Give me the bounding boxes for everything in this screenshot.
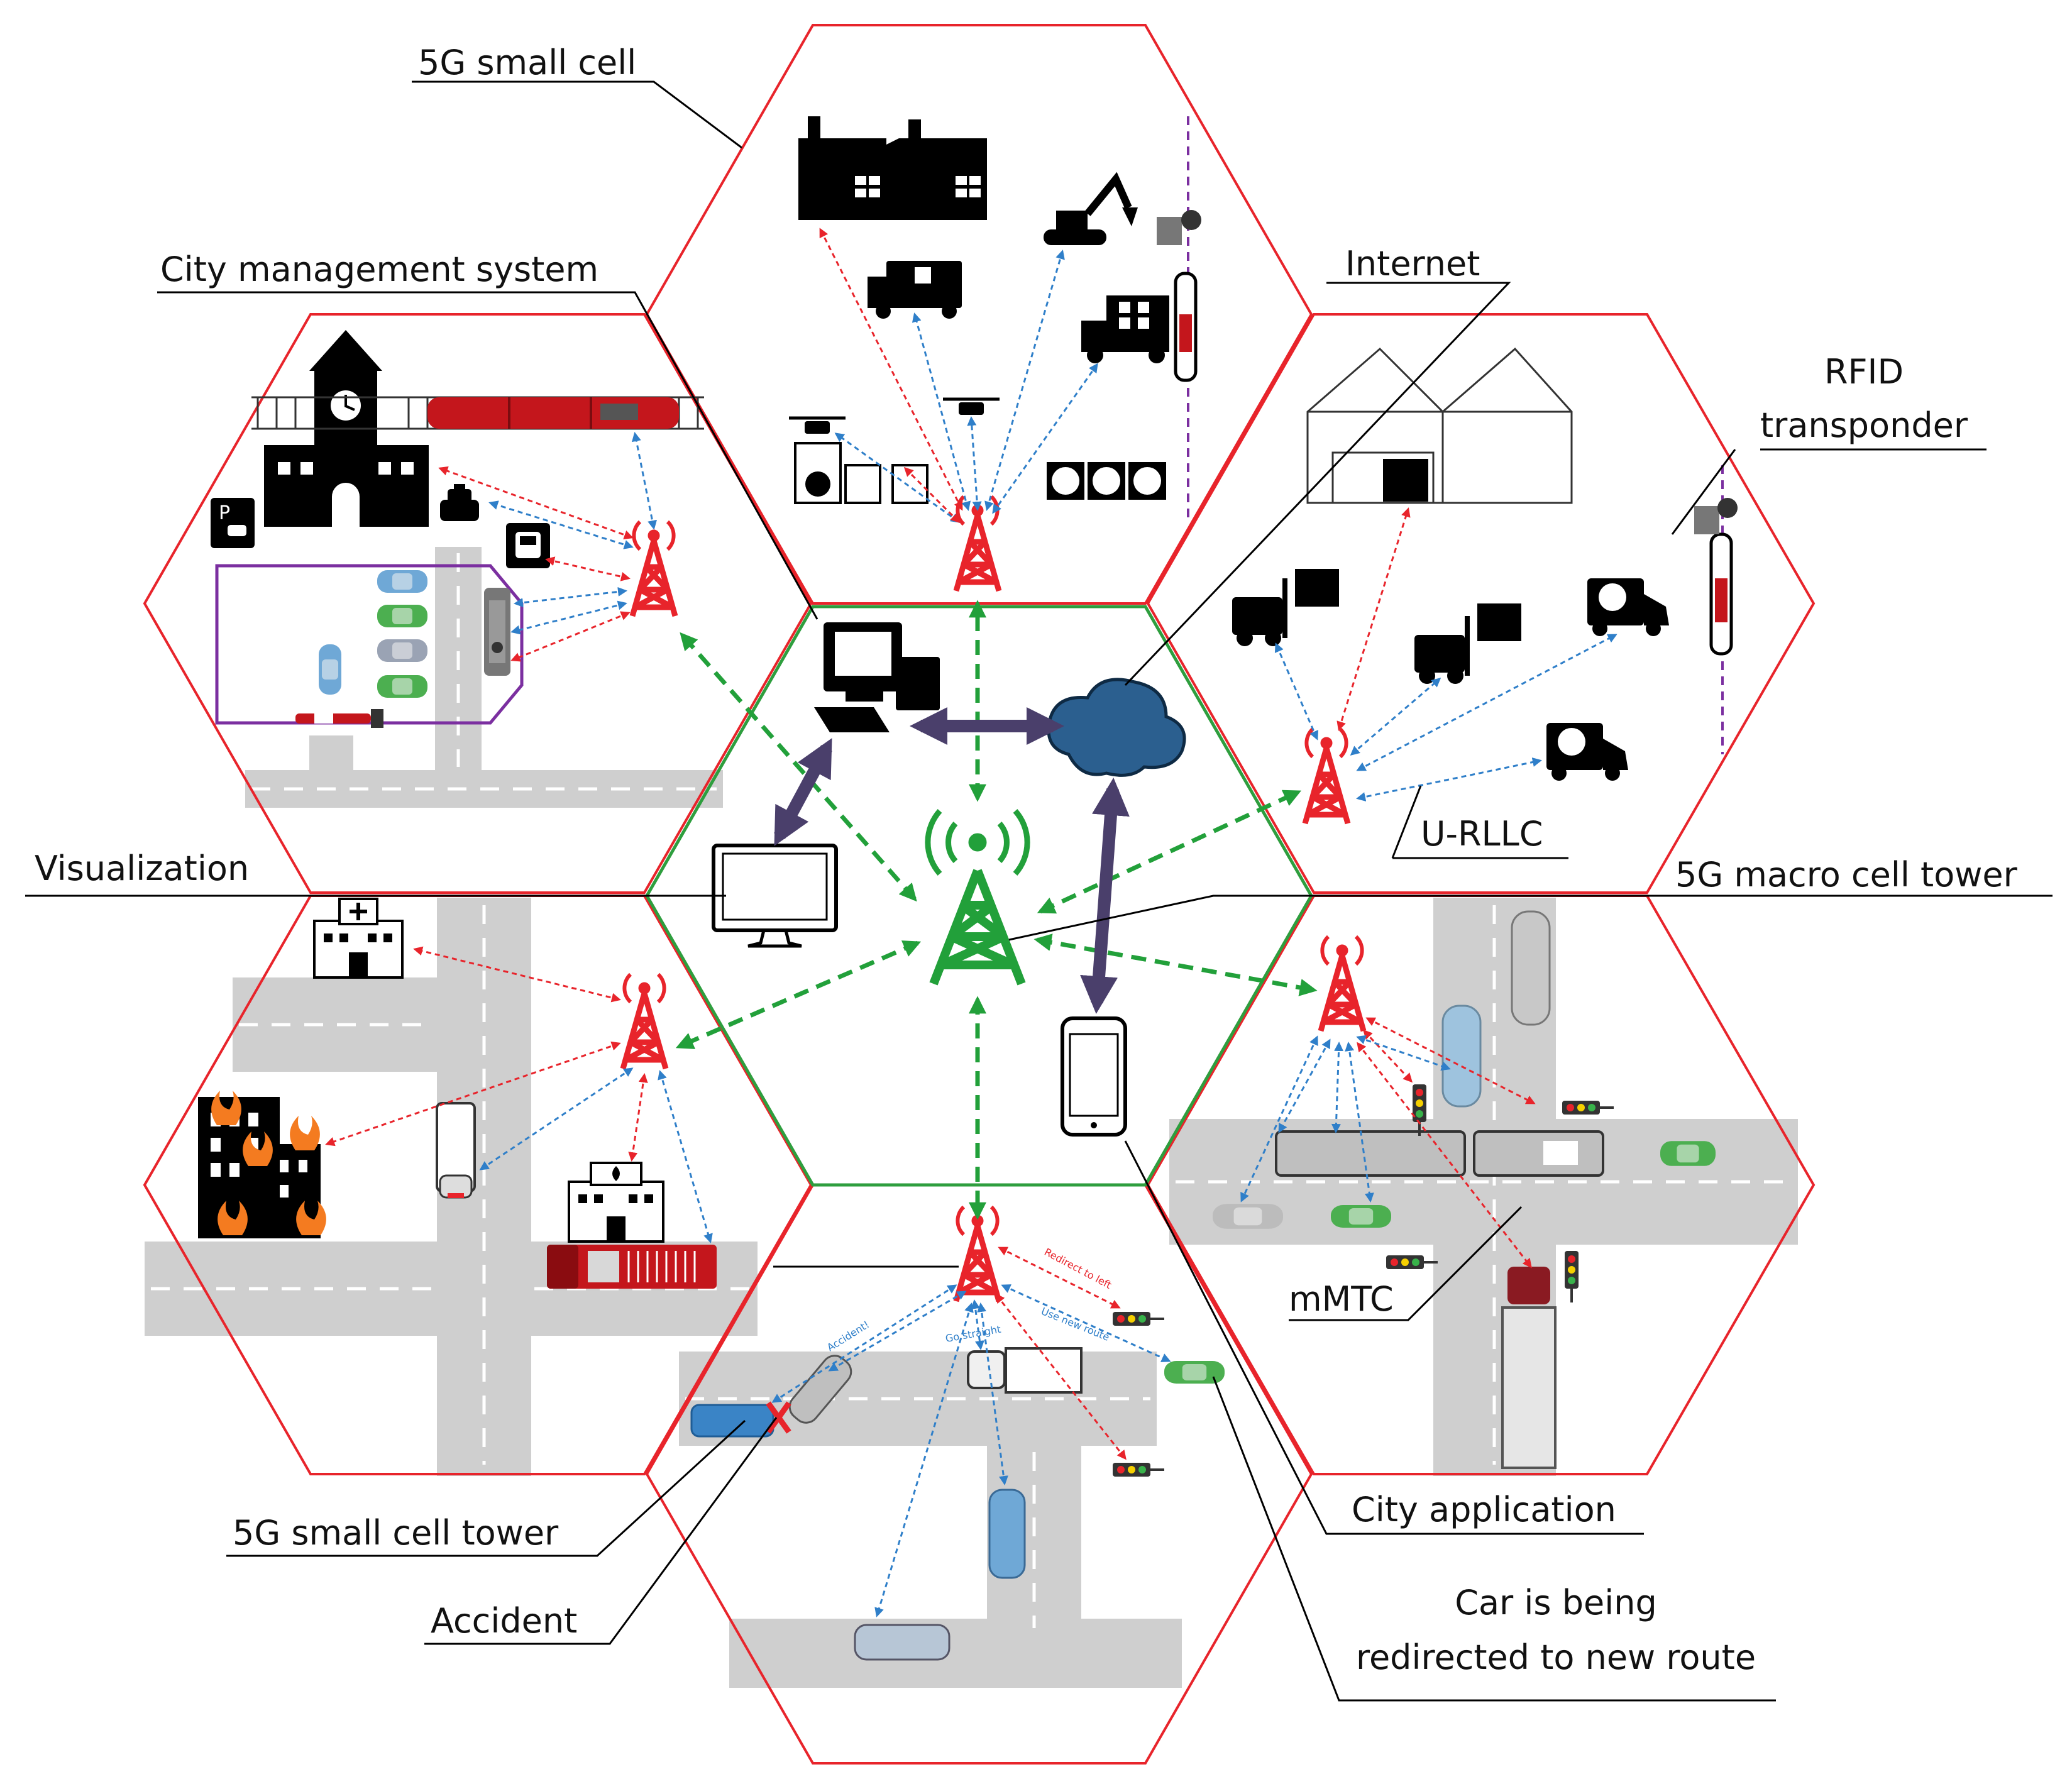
- drone-icon: [789, 397, 1000, 434]
- annotation-redirect-left: Redirect to left: [1042, 1246, 1113, 1291]
- rfid-pole-top: [1157, 116, 1201, 522]
- cargo-truck-icon: [1081, 295, 1169, 363]
- svg-text:P: P: [219, 502, 230, 524]
- computer-icon: [814, 622, 940, 732]
- bus-icon: [484, 588, 510, 676]
- accident-x-icon: [766, 1401, 791, 1434]
- rfid-transponder-icon: [1694, 465, 1738, 754]
- label-rfid-line2: transponder: [1760, 405, 1968, 445]
- taxi-icon: [440, 484, 479, 521]
- annotation-use-new-route: Use new route: [1040, 1305, 1111, 1343]
- label-redirect-line2: redirected to new route: [1356, 1638, 1756, 1677]
- small-cell-tower-accident: [956, 1207, 999, 1301]
- links-emergency: [325, 946, 713, 1243]
- delivery-truck-icon: [868, 261, 962, 319]
- cell-top-left-city: [143, 313, 813, 894]
- city-hall-icon: [264, 330, 429, 527]
- label-5g-macro-cell-tower: 5G macro cell tower: [1675, 855, 2018, 895]
- callout-lines: [25, 80, 2053, 1702]
- bus-stop-icon: [506, 523, 550, 568]
- small-cell-tower-emergency: [623, 974, 666, 1069]
- label-5g-small-cell-tower: 5G small cell tower: [233, 1513, 559, 1553]
- factory-icon: [798, 116, 987, 220]
- label-city-management-system: City management system: [160, 250, 598, 289]
- parking-lot: [215, 564, 524, 725]
- links-traffic: [1240, 1017, 1536, 1269]
- annotation-go-straight: Go straight: [944, 1323, 1001, 1345]
- macro-cell-tower-icon: [925, 809, 1030, 986]
- fire-icon: [211, 1091, 326, 1235]
- small-cell-tower-factory: [956, 497, 999, 591]
- hospital-icon: [313, 898, 404, 979]
- machine-panels-icon: [794, 442, 929, 504]
- links-factory: [819, 228, 1098, 524]
- label-mmtc: mMTC: [1289, 1279, 1394, 1319]
- small-cell-tower-traffic: [1321, 937, 1364, 1031]
- label-5g-small-cell: 5G small cell: [418, 43, 636, 82]
- house-icon: [1306, 347, 1573, 504]
- annotation-accident: Accident!: [825, 1318, 871, 1353]
- label-urllc: U-RLLC: [1421, 814, 1543, 854]
- links-logistics: [1274, 507, 1617, 801]
- excavator-icon: [1044, 172, 1138, 245]
- burning-building-icon: [198, 1091, 326, 1238]
- delivery-van-icon: [1546, 578, 1669, 781]
- label-redirect-line1: Car is being: [1455, 1583, 1656, 1622]
- ambulance-truck-icon: [436, 1102, 476, 1199]
- label-visualization: Visualization: [35, 849, 249, 888]
- links-macro-purple: [774, 707, 1130, 1014]
- fire-station-icon: [568, 1162, 664, 1243]
- bus-icon: [1275, 1130, 1604, 1177]
- fan-icon: [1047, 462, 1166, 500]
- train-icon: [427, 397, 679, 429]
- links-macro-green: [675, 600, 1318, 1220]
- label-internet: Internet: [1345, 244, 1480, 284]
- small-cell-tower-logistics: [1305, 729, 1348, 823]
- label-city-application: City application: [1352, 1490, 1616, 1529]
- truck-icon: [967, 1347, 1083, 1394]
- links-accident: [771, 1247, 1171, 1617]
- monitor-icon: [712, 844, 838, 948]
- parking-icon: P: [211, 498, 255, 548]
- smartphone-icon: [1061, 1016, 1127, 1137]
- label-rfid-line1: RFID: [1824, 352, 1904, 392]
- small-cell-tower-city: [632, 522, 675, 616]
- forklift-icon: [1232, 569, 1521, 684]
- truck-icon: [1501, 1267, 1557, 1469]
- cell-top-right-logistics: [1146, 313, 1816, 894]
- label-accident: Accident: [431, 1601, 577, 1641]
- parking-barrier-icon: [295, 709, 383, 728]
- fire-truck-icon: [547, 1245, 717, 1289]
- cloud-icon: [1047, 678, 1186, 777]
- labels: 5G small cell City management system Int…: [35, 43, 2018, 1677]
- links-city: [438, 432, 658, 662]
